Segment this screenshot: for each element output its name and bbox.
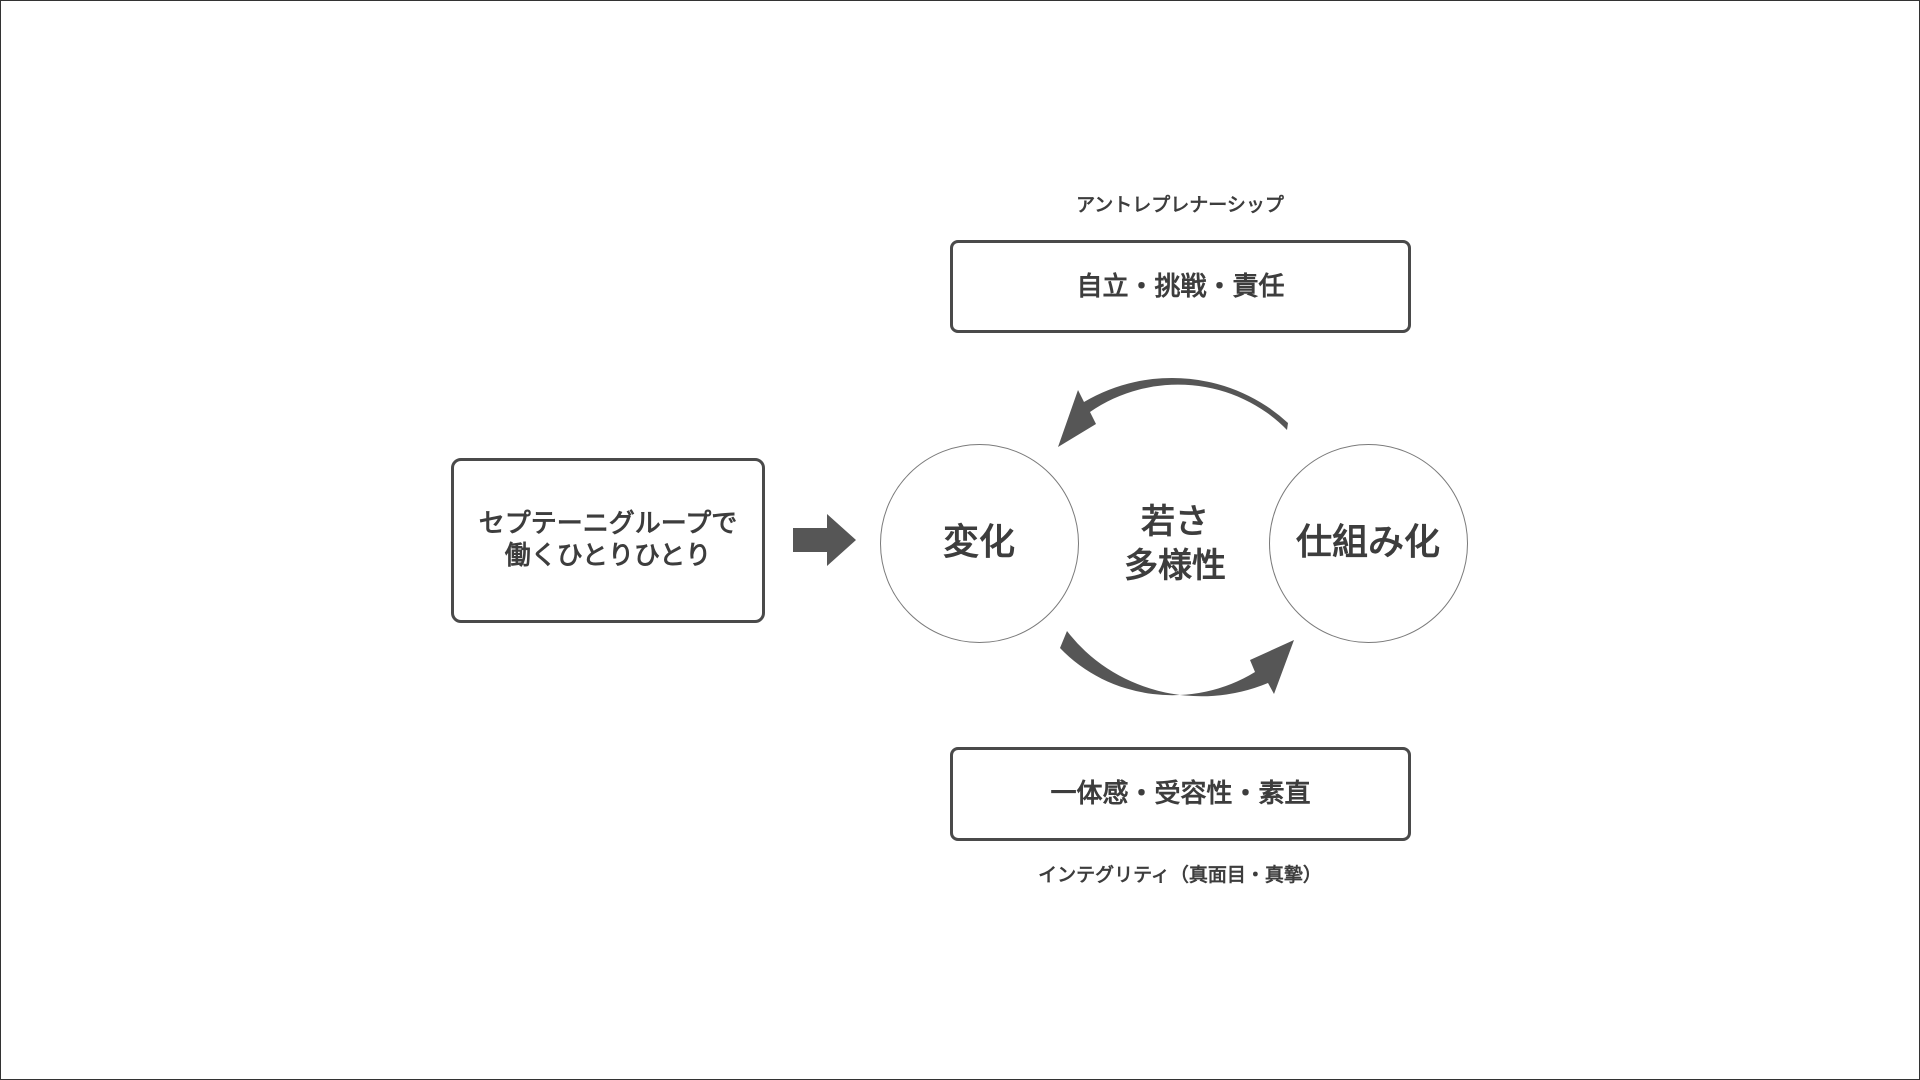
top-value-box: 自立・挑戦・責任 (950, 240, 1411, 333)
center-label-line1: 若さ (1141, 502, 1209, 542)
member-label-line1: セプテーニグループで (478, 509, 738, 539)
bottom-caption: インテグリティ（真面目・真摯） (1038, 864, 1322, 886)
change-label: 変化 (942, 522, 1015, 563)
right-block-arrow (793, 514, 856, 566)
bottom-value-box: 一体感・受容性・素直 (950, 747, 1411, 841)
top-value-label: 自立・挑戦・責任 (1076, 272, 1285, 302)
top-caption: アントレプレナーシップ (1076, 194, 1284, 216)
systemize-label: 仕組み化 (1295, 522, 1440, 563)
bottom-curved-arrow (1060, 631, 1294, 697)
systemize-circle: 仕組み化 (1269, 444, 1468, 643)
change-circle: 変化 (880, 444, 1079, 643)
top-curved-arrow (1058, 377, 1288, 447)
bottom-value-label: 一体感・受容性・素直 (1050, 779, 1311, 809)
member-box: セプテーニグループで 働くひとりひとり (451, 458, 765, 623)
center-label-line2: 多様性 (1124, 546, 1226, 586)
member-label-line2: 働くひとりひとり (504, 541, 712, 571)
